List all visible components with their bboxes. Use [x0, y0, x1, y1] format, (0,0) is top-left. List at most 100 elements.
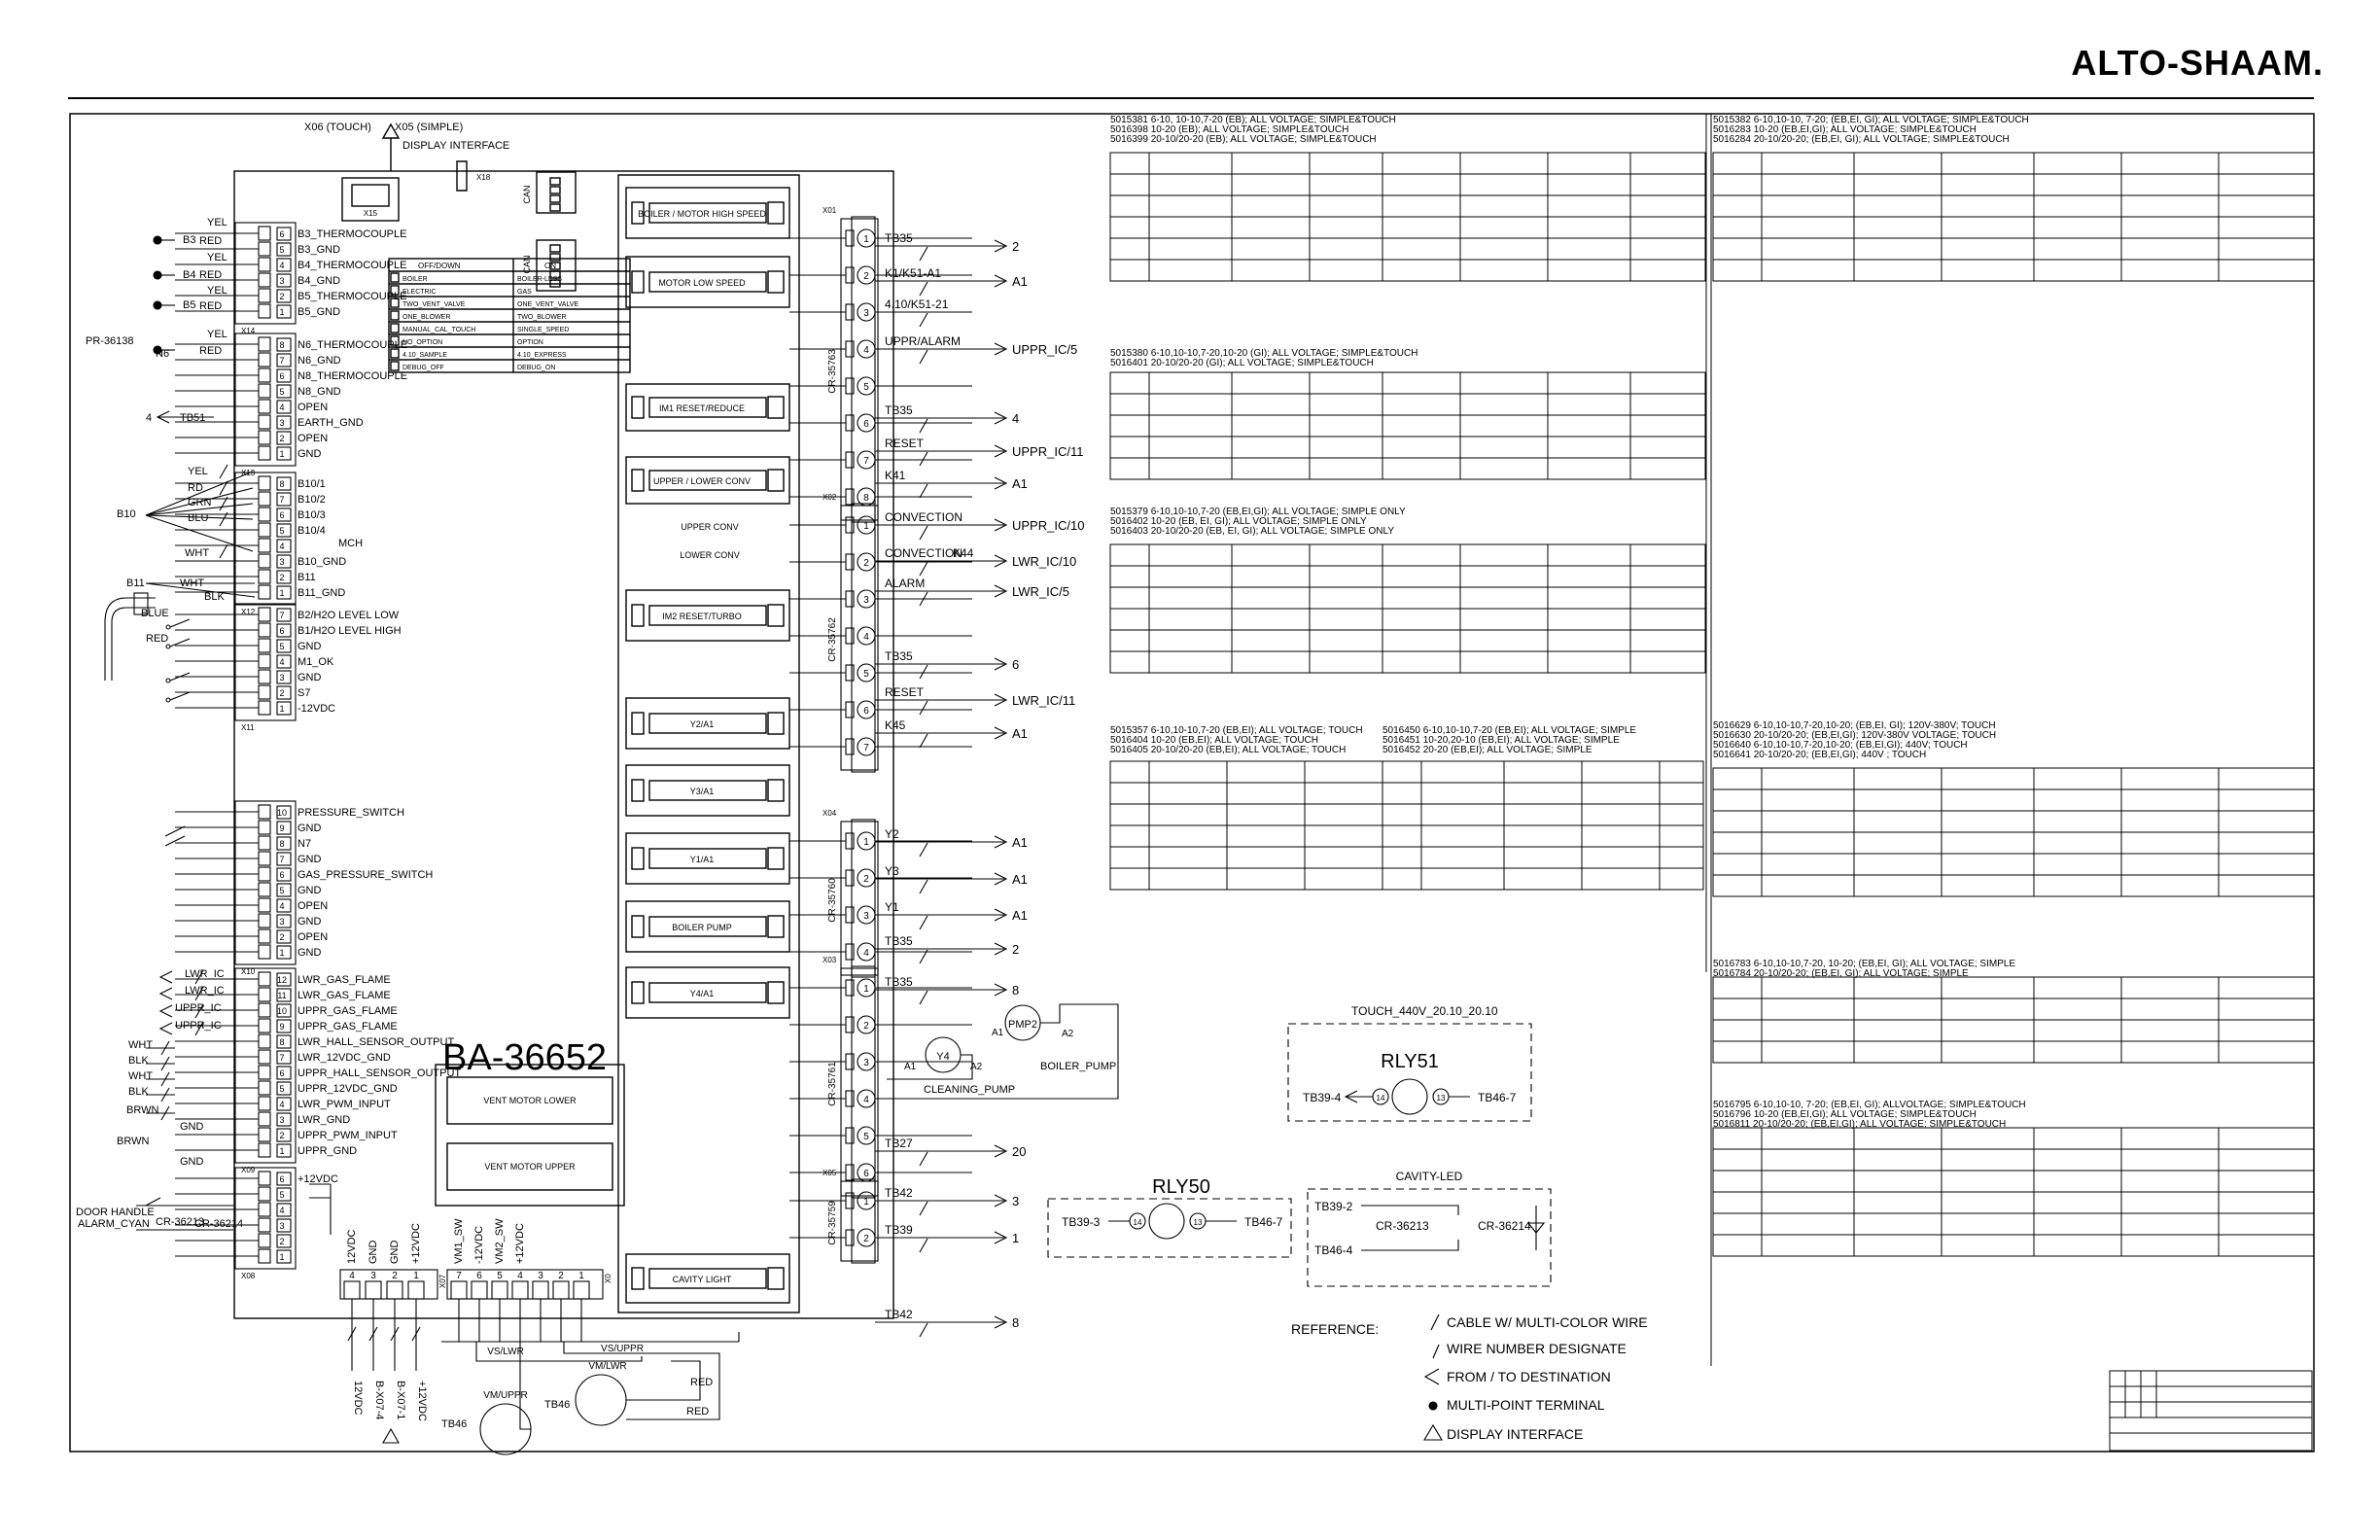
- connector-pin: [258, 1002, 271, 1018]
- wire-number-mark: [919, 1238, 928, 1253]
- connector-pin: [258, 272, 271, 288]
- wire-color-label: YEL: [207, 285, 228, 297]
- terminal-block: [845, 1229, 855, 1246]
- connector-pin: [258, 1049, 271, 1065]
- pin-number: 3: [279, 418, 284, 428]
- pin-cell: [276, 1097, 292, 1111]
- b10-cable: [145, 514, 254, 520]
- table-header-line: 5016452 20-20 (EB,EI); ALL VOLTAGE; SIMP…: [1382, 745, 1592, 755]
- connector-housing: [234, 332, 297, 467]
- a1-label: A1: [992, 1028, 1004, 1038]
- pin-signal-label: B10/4: [298, 525, 326, 537]
- display-touch-label: X06 (TOUCH): [304, 122, 371, 133]
- pin-number: 7: [279, 356, 284, 366]
- pin-number: 4: [279, 542, 284, 551]
- connector-pin: [258, 414, 271, 430]
- connector-pin: [258, 851, 271, 866]
- wire-number-symbol-icon: [1432, 1344, 1440, 1359]
- thermocouple-end: [153, 270, 162, 280]
- table-header-line: 5016795 6-10,10-10, 7-20; (EB,EI, GI); A…: [1713, 1100, 2026, 1110]
- wire-tag: TB35: [885, 231, 913, 245]
- wire-color-label: RED: [199, 269, 222, 281]
- pin-number: 6: [279, 626, 284, 636]
- pin-number: 3: [279, 673, 284, 682]
- tb46-label: TB46: [441, 1418, 467, 1430]
- rly51-title: TOUCH_440V_20.10_20.10: [1351, 1004, 1498, 1018]
- relay-coil: [648, 1268, 767, 1289]
- wire-tag: Y2: [885, 827, 899, 841]
- vent-switch-wire: [475, 1342, 643, 1362]
- destination-label: 1: [1012, 1231, 1019, 1245]
- connector-id: X12: [241, 608, 256, 616]
- pin-number: 5: [279, 642, 284, 651]
- connector-pin: [258, 522, 271, 538]
- wire-number-mark: [347, 1326, 357, 1342]
- can-pin: [549, 262, 561, 270]
- wire-label: B-X07-1: [395, 1381, 406, 1419]
- a2-label: A2: [1062, 1029, 1074, 1039]
- table-header-line: 5016641 20-10/20-20; (EB,EI,GI); 440V ; …: [1713, 750, 1926, 760]
- dip-off-value: DEBUG_OFF: [402, 365, 444, 371]
- wire-color-label: GND: [180, 1121, 204, 1133]
- lower-conv-label: LOWER CONV: [680, 550, 740, 560]
- pin-signal-label: GND: [368, 1241, 379, 1265]
- tb46-label: TB46: [544, 1399, 570, 1411]
- connector-id: X05: [822, 1169, 837, 1177]
- reference-item: DISPLAY INTERFACE: [1447, 1426, 1583, 1442]
- vent-area: [435, 1064, 625, 1207]
- connector-pin: [258, 1018, 271, 1033]
- pin-signal-label: +12VDC: [298, 1173, 338, 1185]
- terminal-number: 5: [863, 382, 869, 393]
- table-header-line: 5016402 10-20 (EB, EI, GI); ALL VOLTAGE;…: [1110, 516, 1367, 527]
- connector-id: X09: [241, 1166, 256, 1174]
- pin-cell: [343, 1280, 361, 1300]
- pin-signal-label: B4_THERMOCOUPLE: [298, 260, 406, 271]
- dip-header-on: ON: [544, 262, 556, 270]
- table-header-line: 5015380 6-10,10-10,7-20,10-20 (GI); ALL …: [1110, 348, 1418, 359]
- connector-pin: [258, 1065, 271, 1080]
- terminal-block: [845, 738, 855, 755]
- wire-tag: TB42: [885, 1308, 913, 1321]
- pin-signal-label: VM2_SW: [494, 1218, 506, 1264]
- connector-pin: [258, 928, 271, 944]
- relay-terminal-left: [631, 396, 645, 419]
- connector-housing: [234, 1167, 297, 1270]
- pin-cell: [276, 654, 292, 669]
- connector-pin: [258, 507, 271, 522]
- switch-contact: [169, 618, 191, 628]
- dip-on-value: SINGLE_SPEED: [517, 327, 569, 333]
- terminal-block: [845, 1053, 855, 1070]
- destination-label: 3: [1012, 1194, 1019, 1208]
- pin-number: 7: [456, 1271, 462, 1281]
- destination-label: UPPR_IC/5: [1012, 342, 1077, 357]
- relay-terminal-left: [631, 981, 645, 1004]
- wire-number-mark: [919, 281, 928, 297]
- pin-signal-label: B11: [298, 572, 316, 583]
- rly51-coil-icon: [1391, 1078, 1428, 1115]
- terminal-number: 5: [863, 1132, 869, 1142]
- pin-cell: [276, 337, 292, 352]
- destination-label: UPPR_IC/10: [1012, 518, 1084, 533]
- wire-number-mark: [919, 915, 928, 930]
- vent-motor-box: [446, 1142, 613, 1191]
- to-arrow: [994, 1194, 1008, 1208]
- wire-color-label: PR-36138: [86, 335, 134, 347]
- pin-signal-label: B3_THERMOCOUPLE: [298, 228, 406, 240]
- connector-part-number: CR-35762: [827, 617, 838, 662]
- pin-signal-label: N8_GND: [298, 386, 341, 398]
- relay-terminal-left: [631, 201, 645, 225]
- reference-item: FROM / TO DESTINATION: [1447, 1369, 1611, 1384]
- connector-housing: [234, 967, 297, 1164]
- connector-pin: [258, 288, 271, 303]
- connector-pin: [258, 445, 271, 461]
- pin-signal-label: N6_THERMOCOUPLE: [298, 339, 407, 351]
- wire-color-label: BLK: [128, 1086, 149, 1098]
- from-arrow: [1344, 1090, 1358, 1103]
- destination-label: 6: [1012, 657, 1019, 672]
- pin-number: 2: [279, 434, 284, 443]
- can-pin: [549, 253, 561, 262]
- pin-number: 4: [517, 1271, 523, 1281]
- pin-signal-label: B3_GND: [298, 244, 340, 256]
- pin-cell: [276, 639, 292, 653]
- cavity-led-title: CAVITY-LED: [1396, 1170, 1463, 1183]
